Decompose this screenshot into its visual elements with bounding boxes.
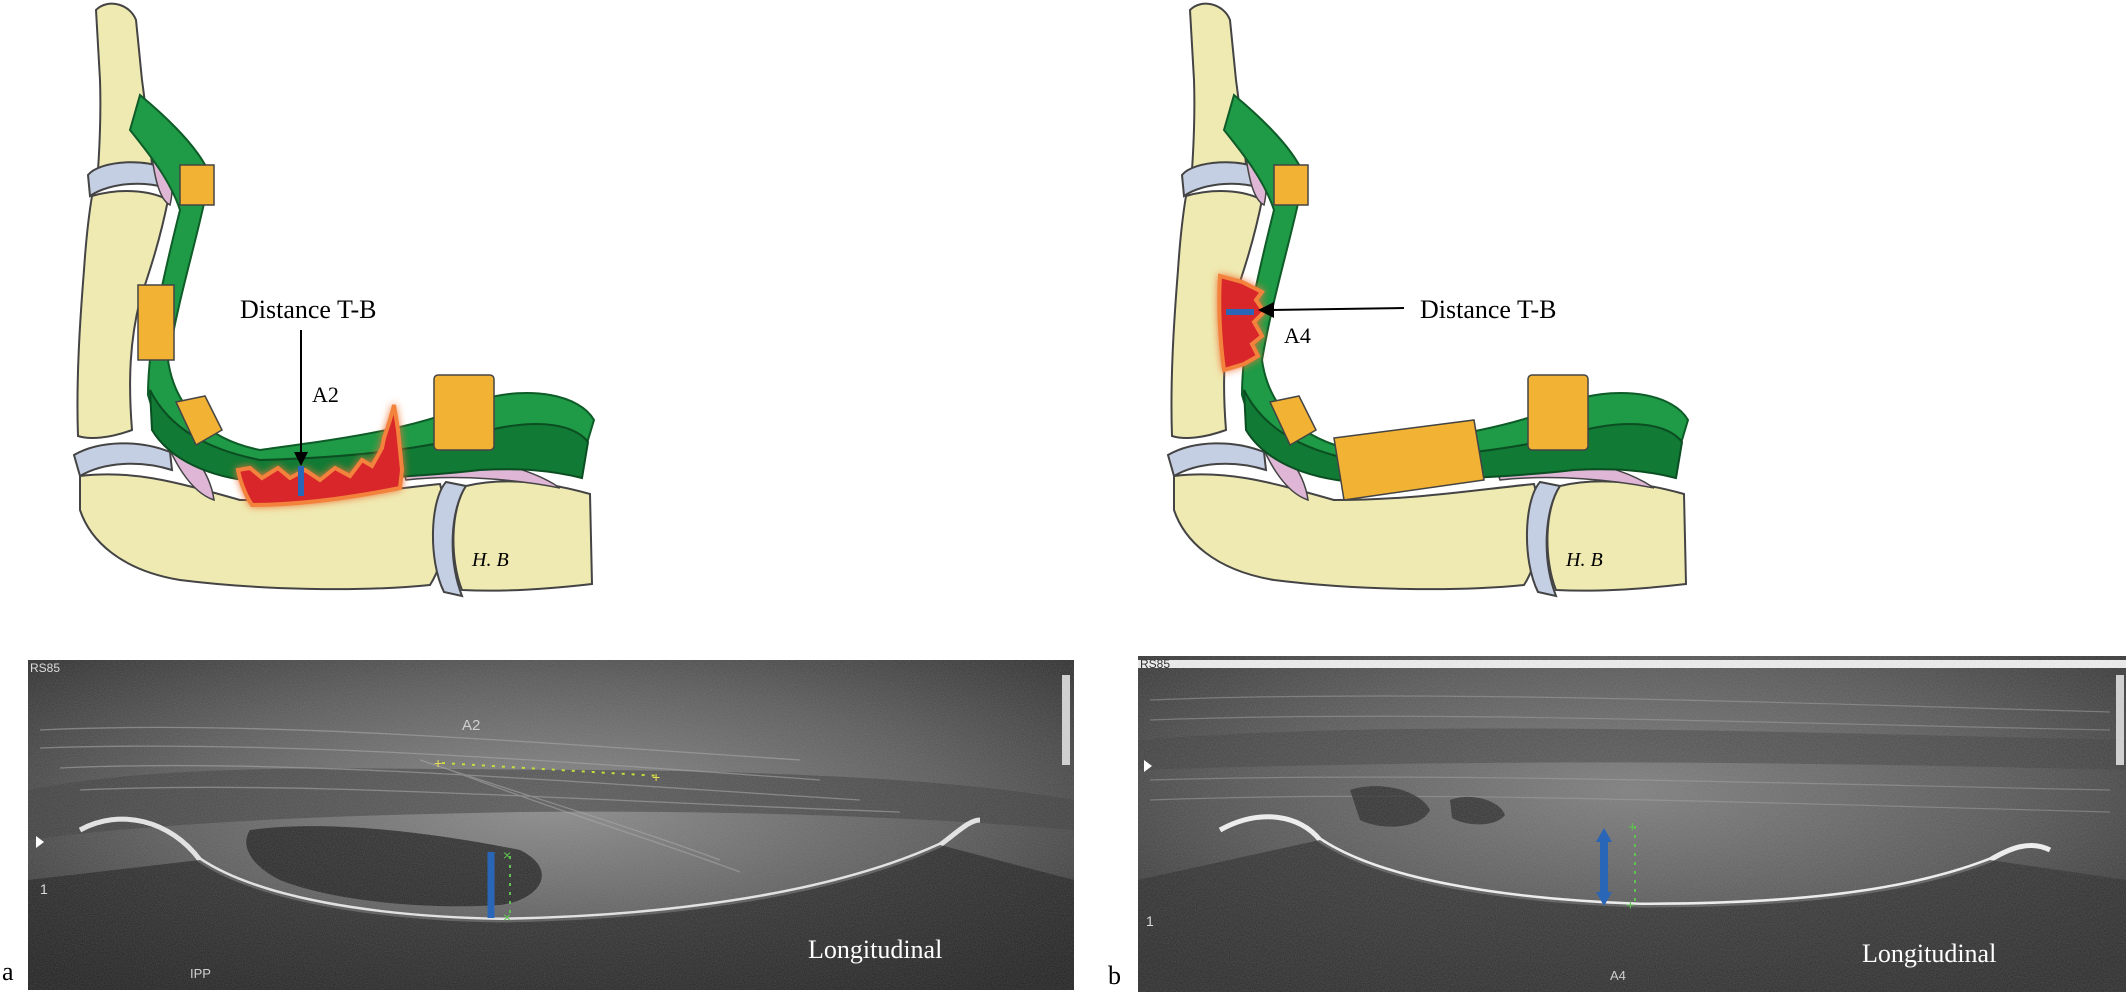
distance-arrowhead-a bbox=[294, 452, 308, 466]
pulley-a5-a bbox=[179, 164, 215, 206]
us-pulley-tag-a: A2 bbox=[462, 717, 480, 734]
pip-cartilage-b bbox=[1166, 442, 1268, 478]
distance-label-a: Distance T-B bbox=[240, 295, 377, 324]
ultrasound-b: 1 RS85 A4 + + Longitudinal bbox=[1138, 656, 2126, 992]
caliper-mark-a3: × bbox=[503, 847, 511, 863]
diagram-b: Distance T-B A4 H. B bbox=[1166, 2, 1690, 598]
distance-label-b: Distance T-B bbox=[1420, 295, 1557, 324]
lesion-a4 bbox=[1217, 273, 1267, 373]
metacarpal-head-a bbox=[452, 480, 594, 592]
pulley-label-a: A2 bbox=[312, 382, 339, 407]
panel-letter-b: b bbox=[1108, 961, 1121, 990]
pip-cartilage-a bbox=[72, 442, 174, 478]
pulley-label-b: A4 bbox=[1284, 323, 1311, 348]
focus-marker-a bbox=[36, 836, 44, 848]
top-tag-b: RS85 bbox=[1140, 657, 1170, 671]
depth-scale-a bbox=[1062, 675, 1070, 765]
depth-scale-b bbox=[2116, 675, 2124, 765]
view-label-b: Longitudinal bbox=[1862, 939, 1996, 968]
bone-label-a: H. B bbox=[471, 549, 509, 571]
pulley-a1-a bbox=[433, 374, 495, 451]
depth-tick-a: 1 bbox=[40, 881, 48, 897]
pulley-a4-b bbox=[1268, 395, 1317, 447]
top-tag-a: RS85 bbox=[30, 661, 60, 675]
focus-marker-b bbox=[1144, 760, 1152, 772]
bottom-tag-b: A4 bbox=[1610, 968, 1626, 983]
view-label-a: Longitudinal bbox=[808, 935, 942, 964]
caliper-mark-a4: × bbox=[503, 909, 511, 925]
depth-tick-b: 1 bbox=[1146, 913, 1154, 929]
metacarpal-head-b bbox=[1546, 480, 1688, 592]
us-measure-b-bottom bbox=[1596, 892, 1612, 906]
caliper-mark-a1: + bbox=[434, 755, 442, 771]
pulley-a4-a bbox=[174, 395, 223, 447]
caliper-mark-b2: + bbox=[1626, 897, 1635, 914]
pulley-a1-b bbox=[1527, 374, 1589, 451]
caliper-mark-a2: + bbox=[652, 769, 660, 785]
pulley-a2-b bbox=[1333, 419, 1485, 501]
pulley-a5-b bbox=[1273, 164, 1309, 206]
distance-arrow-line-b bbox=[1269, 307, 1405, 311]
caliper-pulley-a bbox=[441, 762, 661, 777]
bone-label-b: H. B bbox=[1565, 549, 1603, 571]
caliper-mark-b1: + bbox=[1628, 819, 1637, 836]
us-measure-b-top bbox=[1596, 828, 1612, 842]
pulley-a3-a bbox=[137, 284, 175, 361]
distance-arrowhead-b bbox=[1258, 302, 1274, 318]
panel-letter-a: a bbox=[2, 957, 14, 986]
ultrasound-a: 1 RS85 A2 IPP + + × × Longitudinal bbox=[28, 660, 1074, 990]
lesion-a2 bbox=[235, 404, 405, 508]
bottom-tag-a: IPP bbox=[190, 966, 211, 981]
diagram-a: Distance T-B A2 H. B bbox=[72, 2, 596, 598]
